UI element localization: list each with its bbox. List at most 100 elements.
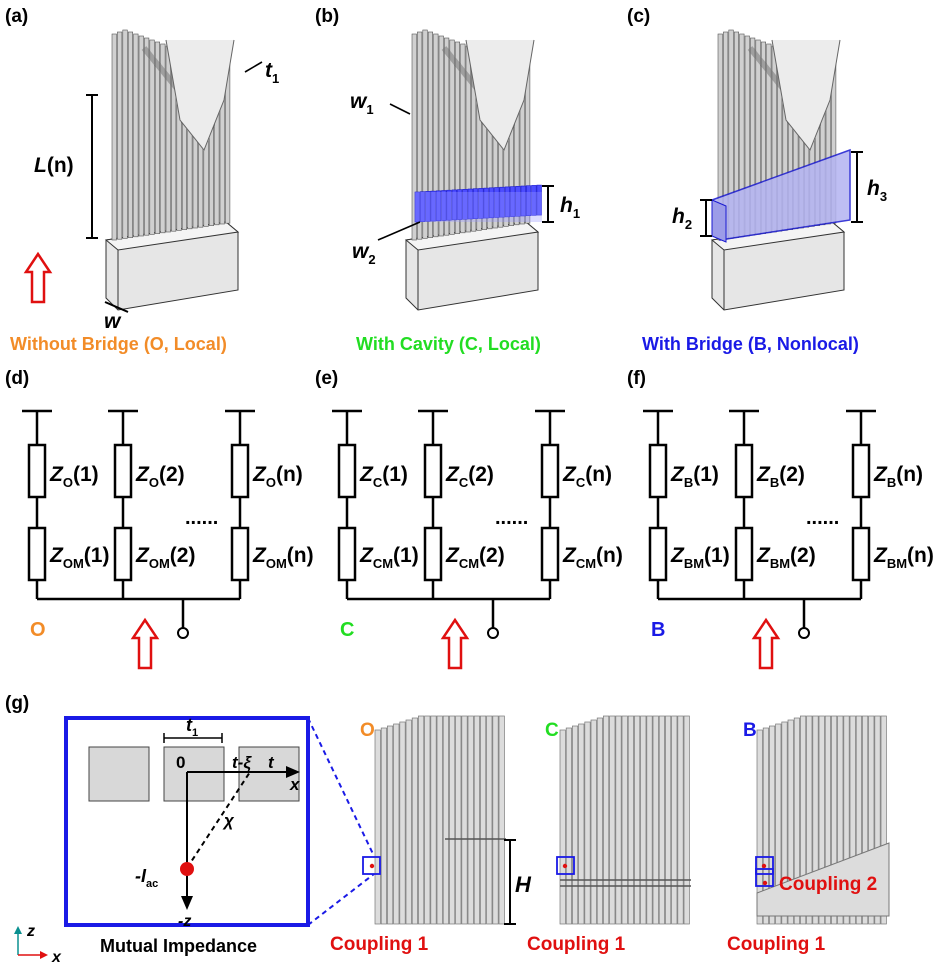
coupling-box-o [362,856,381,875]
zoom-line-bottom [307,873,375,926]
panel-label-g: (g) [5,693,29,714]
top-view-fin [424,715,431,925]
cavity-cell [520,185,526,217]
fin [133,33,139,238]
w2-label: w2 [352,240,376,267]
impedance-box [734,443,754,499]
top-view-fin [855,715,862,925]
top-view-fin [775,723,782,925]
top-view-fin [596,717,603,925]
coupling-1-label-b: Coupling 1 [727,934,826,955]
zm-label: ZBM(2) [756,544,816,571]
mutual-impedance-box [540,526,560,582]
impedance-box [230,443,250,499]
mutual-impedance-box [27,526,47,582]
top-view-fin [442,715,449,925]
port-terminal [798,627,810,639]
top-view-fin [411,717,418,925]
zm-label: ZOM(2) [135,544,195,571]
mutual-impedance-box [734,526,754,582]
fin [127,31,133,238]
inset-chi-label: χ [222,811,235,830]
t1-label: t1 [265,59,279,86]
top-view-fin [862,715,869,925]
excitation-arrow-c [440,617,470,670]
inset-t-minus-xi-label: t-ξ [232,753,252,772]
coupling-2-label: Coupling 2 [779,874,877,895]
top-view-fin [627,715,634,925]
ellipsis: ...... [806,507,839,529]
panel-label-e: (e) [315,368,338,389]
coupling-1-label-o: Coupling 1 [330,934,429,955]
impedance-box [851,443,871,499]
top-view-fin [590,719,597,925]
top-view-fin [449,715,456,925]
impedance-box [540,443,560,499]
top-view-fin [756,729,763,925]
cavity-cell [446,189,452,221]
zm-label: ZCM(1) [359,544,419,571]
top-view-o [374,715,506,925]
inset-t-label: t [268,753,275,772]
fin [111,33,117,241]
cavity-cell [488,187,495,219]
circuit-o: ......O [22,409,255,641]
cavity-cell [467,188,473,220]
coupling-box-b2 [755,868,774,887]
inset-origin-label: 0 [176,753,185,772]
top-view-fin [436,715,443,925]
top-view-fin [868,715,875,925]
top-view-fin [652,715,659,925]
caption-without-bridge: Without Bridge (O, Local) [10,334,227,354]
top-view-fin [559,729,566,925]
cavity-cell [462,189,468,220]
z-label: ZO(n) [252,463,303,490]
fin [433,33,439,238]
zm-label: ZBM(1) [670,544,730,571]
mutual-impedance-box [230,526,250,582]
mutual-impedance-box [423,526,443,582]
fin [154,41,160,234]
view-label-c: C [545,720,559,741]
fin [454,41,461,234]
excitation-arrow-b [751,617,781,670]
cavity-cell [441,190,447,221]
mutual-impedance-box [113,526,133,582]
mutual-impedance-title: Mutual Impedance [100,936,257,956]
h2-label: h2 [672,205,692,232]
view-label-b: B [743,720,757,741]
top-view-fin [467,715,474,925]
cavity-cell [499,186,505,218]
cavity-cell [425,191,431,222]
coupling-1-label-c: Coupling 1 [527,934,626,955]
top-view-fin [880,715,887,925]
coupling-box-b1 [755,856,774,875]
L-label: L(n) [34,154,74,177]
caption-with-bridge: With Bridge (B, Nonlocal) [642,334,859,354]
mutual-impedance-box [851,526,871,582]
excitation-arrow-o [130,617,160,670]
caption-with-cavity: With Cavity (C, Local) [356,334,541,354]
zm-label: ZOM(1) [49,544,109,571]
inset-electrode [88,746,150,802]
w-dimension-line [104,301,129,313]
fin [449,39,455,235]
cavity-block [415,192,542,222]
fin [444,37,450,236]
w-label: w [104,310,122,333]
comb-structure-c [404,29,540,311]
fin [422,29,428,239]
z-label: ZC(1) [359,463,408,490]
cavity-cell [472,188,479,219]
top-view-b [756,715,890,925]
top-view-fin [849,715,856,925]
top-view-fin [665,715,672,925]
port-terminal [487,627,499,639]
circuit-letter: O [30,619,46,641]
top-view-fin [565,727,572,925]
inset-electrode [163,746,225,802]
top-view-fin [455,715,462,925]
cavity-cell [510,186,516,217]
top-view-fin [837,715,844,925]
top-view-fin [603,715,610,925]
